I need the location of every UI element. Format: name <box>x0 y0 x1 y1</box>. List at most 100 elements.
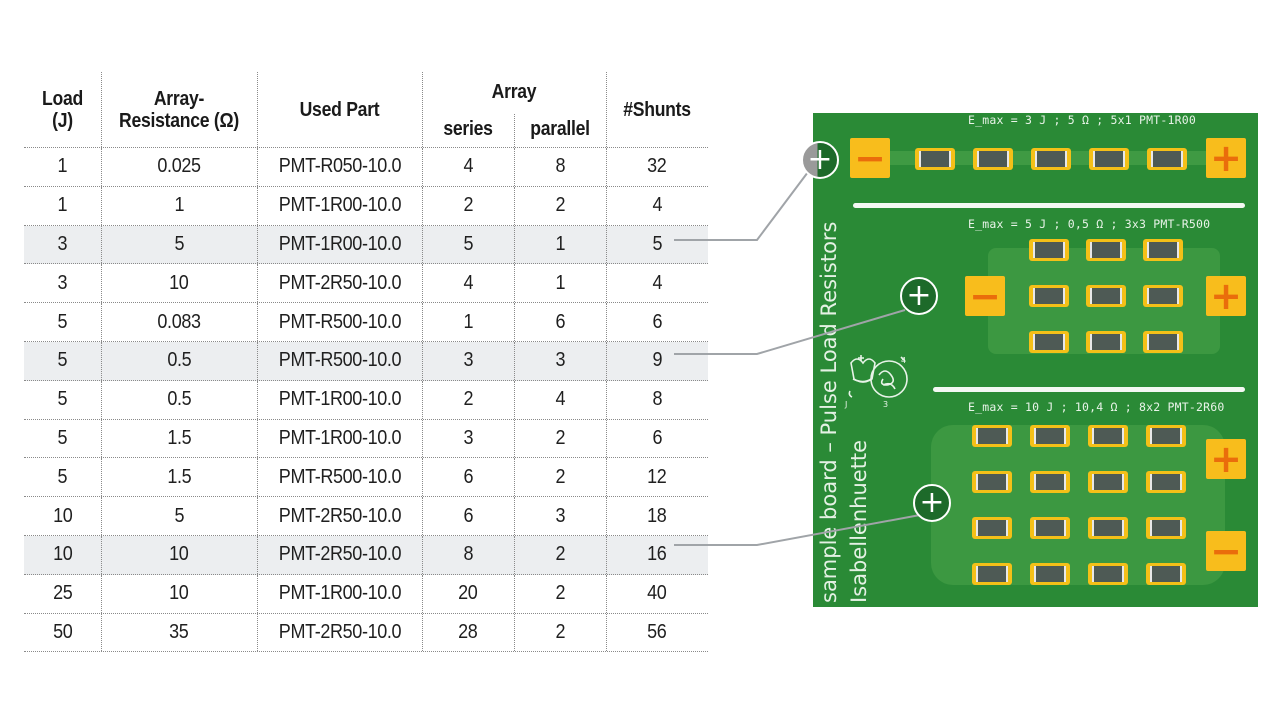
shunt-resistor-2-2 <box>1086 239 1126 261</box>
cell-resistance: 0.5 <box>167 349 191 372</box>
cell-resistance: 0.083 <box>157 310 201 333</box>
cell-shunts: 40 <box>647 582 667 605</box>
shunt-resistor-3-10 <box>1030 517 1070 539</box>
cell-part: PMT-1R00-10.0 <box>278 232 401 255</box>
cell-resistance: 1.5 <box>167 426 191 449</box>
shunt-configuration-table: Load (J) Array- Resistance (Ω) Used Part… <box>24 72 708 653</box>
cell-resistance: 35 <box>169 620 189 643</box>
cell-part: PMT-R500-10.0 <box>278 310 401 333</box>
shunt-resistor-2-1 <box>1029 239 1069 261</box>
shunt-resistor-3-16 <box>1146 563 1186 585</box>
shunt-resistor-2-6 <box>1143 285 1183 307</box>
cell-part: PMT-R500-10.0 <box>278 465 401 488</box>
cell-load: 3 <box>57 271 68 294</box>
cell-load: 3 <box>57 232 68 255</box>
header-series: series <box>443 117 493 140</box>
cell-parallel: 3 <box>555 504 565 527</box>
shunt-resistor-3-11 <box>1088 517 1128 539</box>
table-header: Load (J) Array- Resistance (Ω) Used Part… <box>24 72 708 148</box>
cell-resistance: 10 <box>169 543 189 566</box>
cell-load: 50 <box>52 620 73 643</box>
cell-series: 3 <box>463 426 473 449</box>
cell-parallel: 6 <box>555 310 565 333</box>
callout-marker-section-1[interactable]: + <box>801 141 839 179</box>
board-brand: Isabellenhuette <box>847 439 871 603</box>
cell-part: PMT-R050-10.0 <box>278 155 401 178</box>
shunt-resistor-3-1 <box>972 425 1012 447</box>
cell-series: 4 <box>463 271 473 294</box>
cell-load: 10 <box>52 504 73 527</box>
cell-series: 5 <box>463 232 473 255</box>
shunt-resistor-2-3 <box>1143 239 1183 261</box>
cell-parallel: 2 <box>555 582 565 605</box>
cell-shunts: 4 <box>652 194 662 217</box>
section-3-plus-pad: + <box>1206 439 1246 479</box>
cell-load: 10 <box>52 543 73 566</box>
shunt-resistor-2-5 <box>1086 285 1126 307</box>
cell-series: 20 <box>458 582 478 605</box>
shunt-resistor-3-13 <box>972 563 1012 585</box>
cell-resistance: 1.5 <box>167 465 191 488</box>
cell-shunts: 32 <box>647 155 667 178</box>
cell-series: 6 <box>463 504 473 527</box>
section-3-minus-pad: − <box>1206 531 1246 571</box>
header-array-resistance: Array- Resistance (Ω) <box>119 87 239 132</box>
divider-2 <box>933 387 1245 392</box>
pcb-sample-board: sample board – Pulse Load Resistors Isab… <box>813 113 1258 607</box>
table-row: 5 1.5 PMT-R500-10.0 6 2 12 <box>24 458 708 498</box>
cell-load: 5 <box>57 388 68 411</box>
cell-series: 1 <box>463 310 473 333</box>
section-3-label: E_max = 10 J ; 10,4 Ω ; 8x2 PMT-2R60 <box>968 400 1225 414</box>
cell-load: 5 <box>57 310 68 333</box>
cell-load: 5 <box>57 426 68 449</box>
cell-parallel: 3 <box>555 349 565 372</box>
cell-resistance: 0.025 <box>157 155 201 178</box>
board-side-title: sample board – Pulse Load Resistors <box>817 221 841 604</box>
cell-load: 25 <box>52 582 73 605</box>
cell-shunts: 12 <box>647 465 667 488</box>
cell-load: 1 <box>57 155 68 178</box>
header-used-part: Used Part <box>299 98 380 121</box>
shunt-resistor-1-1 <box>915 148 955 170</box>
shunt-resistor-3-9 <box>972 517 1012 539</box>
table-row: 5 0.083 PMT-R500-10.0 1 6 6 <box>24 303 708 342</box>
cell-parallel: 4 <box>555 388 565 411</box>
section-2-plus-pad: + <box>1206 276 1246 316</box>
cell-series: 6 <box>463 465 473 488</box>
cell-resistance: 1 <box>174 194 184 217</box>
cell-shunts: 4 <box>652 271 662 294</box>
section-1-plus-pad: + <box>1206 138 1246 178</box>
cell-series: 2 <box>463 388 473 411</box>
cell-series: 2 <box>463 194 473 217</box>
section-1-minus-pad: − <box>850 138 890 178</box>
callout-marker-section-3[interactable]: + <box>913 484 951 522</box>
cell-shunts: 9 <box>652 349 662 372</box>
cell-shunts: 16 <box>647 543 667 566</box>
cell-parallel: 2 <box>555 194 565 217</box>
cell-resistance: 0.5 <box>167 388 191 411</box>
svg-text:4: 4 <box>901 356 906 365</box>
crest-logo-icon: J 4 3 <box>844 355 908 409</box>
cell-part: PMT-2R50-10.0 <box>278 271 401 294</box>
shunt-resistor-3-4 <box>1146 425 1186 447</box>
callout-marker-section-2[interactable]: + <box>900 277 938 315</box>
cell-load: 5 <box>57 349 68 372</box>
cell-series: 4 <box>463 155 473 178</box>
cell-load: 5 <box>57 465 68 488</box>
shunt-resistor-3-8 <box>1146 471 1186 493</box>
cell-shunts: 6 <box>652 310 662 333</box>
cell-series: 28 <box>458 620 478 643</box>
shunt-resistor-3-15 <box>1088 563 1128 585</box>
cell-parallel: 2 <box>555 465 565 488</box>
cell-load: 1 <box>57 194 68 217</box>
header-load: Load (J) <box>41 87 83 132</box>
cell-shunts: 8 <box>652 388 662 411</box>
